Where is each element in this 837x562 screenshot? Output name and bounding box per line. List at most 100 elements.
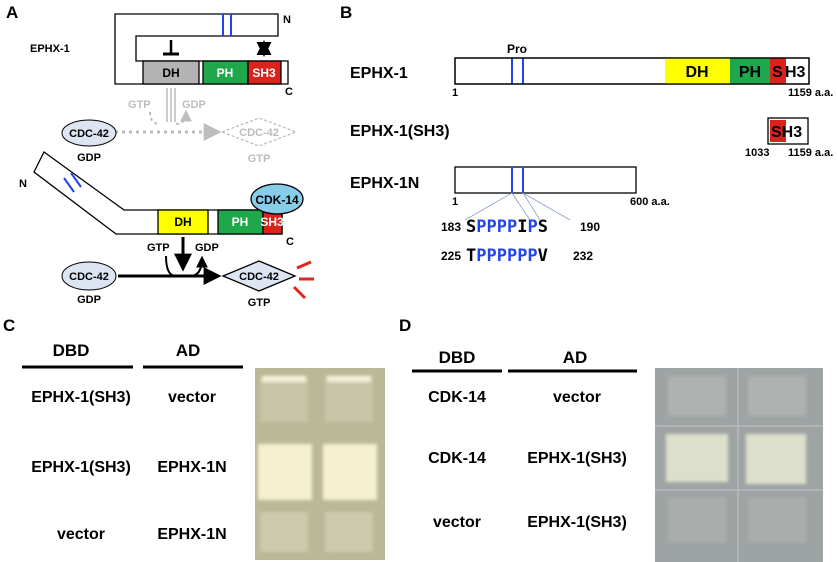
panel-label-d: D: [399, 316, 411, 335]
ephx1-inactive-label: EPHX-1: [30, 43, 70, 55]
ephx1-active-structure: N DH PH SH3 C CDK-14: [19, 151, 304, 248]
ph-label: PH: [217, 66, 234, 80]
gdp-label-3: GDP: [77, 294, 101, 306]
motif-sequence: SPPPPIPS: [466, 217, 548, 237]
sh3-label-2: SH3: [260, 215, 284, 229]
linker-mark: [70, 172, 82, 188]
sh3-domain-c: [770, 120, 786, 142]
linker-mark: [63, 177, 75, 193]
construct-name: EPHX-1N: [350, 175, 419, 192]
ephx1-inactive-structure: N EPHX-1 DH PH SH3 C: [30, 13, 293, 98]
spot-edge: [327, 376, 371, 382]
motif-residue: I: [517, 217, 527, 237]
ph-label-b: PH: [739, 64, 761, 81]
end-residue: 1159 a.a.: [788, 87, 833, 99]
spot-edge: [262, 376, 306, 382]
dh-domain-inactive: [142, 60, 200, 85]
start-residue: 1: [452, 87, 458, 99]
motif-start-number: 183: [441, 220, 461, 234]
zoom-line: [464, 192, 513, 221]
dbd-header: DBD: [53, 341, 90, 360]
dh-label: DH: [162, 66, 179, 80]
spot-weak: [260, 376, 308, 422]
end-residue: 1159 a.a.: [788, 147, 833, 159]
active-reaction: GTP GDP CDC-42 GDP CDC-42 GTP: [61, 237, 314, 309]
ad-header: AD: [563, 348, 588, 367]
zoom-line: [522, 192, 571, 221]
construct-name: EPHX-1(SH3): [350, 123, 450, 140]
gtp-faded: GTP: [128, 99, 151, 111]
gtp-label-3: GTP: [248, 297, 271, 309]
start-residue: 1033: [745, 147, 769, 159]
gtp-in-curve-2: [165, 255, 177, 277]
motif-residue: T: [466, 246, 476, 266]
ph-domain-2: [217, 209, 264, 235]
zoom-line: [522, 192, 541, 221]
ad-cell: EPHX-1(SH3): [527, 450, 627, 467]
start-residue: 1: [452, 196, 458, 208]
cdk14-node: [250, 183, 304, 215]
spot-weak: [748, 498, 806, 542]
motif-proline-run: PPPPPP: [476, 246, 537, 266]
sh3-domain: [247, 60, 282, 85]
dh-label-b: DH: [685, 64, 708, 81]
ph-label-2: PH: [232, 215, 249, 229]
spot-weak: [260, 512, 308, 552]
spot-weak: [748, 376, 806, 416]
gdp-out-curve-2: [189, 255, 208, 277]
panel-label-b: B: [340, 3, 352, 22]
yeast-plate-c: [255, 368, 385, 560]
motif-end-number: 232: [573, 249, 593, 263]
dbd-cell: CDK-14: [428, 450, 486, 467]
motif-residue: S: [466, 217, 476, 237]
n-terminus-label: N: [283, 14, 291, 26]
dbd-cell: vector: [433, 514, 481, 531]
gtp-in-curve: [149, 111, 161, 125]
gdp-faded: GDP: [182, 99, 206, 111]
activity-spike-icon: [296, 260, 312, 270]
cdc42-gdp-node: [61, 119, 117, 147]
dbd-cell: vector: [57, 526, 105, 543]
motif-proline-run: P: [527, 217, 537, 237]
dbd-cell: CDK-14: [428, 389, 486, 406]
spot-growth: [258, 444, 312, 500]
n-terminus-label-2: N: [19, 178, 27, 190]
cdc42-gtp-active-node: [221, 260, 297, 292]
cdc42-faded-label: CDC-42: [239, 127, 279, 139]
ad-cell: EPHX-1(SH3): [527, 514, 627, 531]
ad-cell: EPHX-1N: [157, 459, 226, 476]
gdp-out-curve: [175, 109, 192, 125]
panel-label-a: A: [6, 3, 18, 22]
ph-domain-b: [730, 58, 770, 84]
dbd-cell: EPHX-1(SH3): [31, 389, 131, 406]
motif-225-232: 225 TPPPPPPV 232: [441, 246, 593, 266]
spot-growth: [323, 444, 377, 500]
cdk14-label: CDK-14: [255, 193, 299, 207]
c-terminus-label: C: [285, 86, 293, 98]
dbd-cell: EPHX-1(SH3): [31, 459, 131, 476]
panel-c: C DBD AD EPHX-1(SH3) vector EPHX-1(SH3) …: [3, 316, 385, 560]
ad-cell: vector: [168, 389, 216, 406]
activity-spike-icon: [292, 285, 307, 300]
sh3-label: SH3: [252, 66, 276, 80]
sh3-domain-b: [770, 58, 786, 84]
spot-growth: [666, 434, 728, 482]
cdc42-label-2: CDC-42: [69, 271, 109, 283]
panel-a: A N EPHX-1 DH PH SH3 C GTP: [6, 3, 314, 309]
ephx1n-bar: [454, 166, 637, 194]
spot-growth: [746, 434, 806, 484]
sh3-construct-label: SH3: [771, 124, 802, 141]
motif-end-number: 190: [580, 220, 600, 234]
sh3-label-s: S: [772, 64, 783, 81]
dh-label-2: DH: [174, 215, 191, 229]
end-residue: 600 a.a.: [630, 196, 670, 208]
blocked-reaction: GTP GDP CDC-42 GDP CDC-42 GTP: [61, 88, 298, 165]
zoom-line: [511, 192, 531, 221]
panel-d: D DBD AD CDK-14 vector CDK-14 EPHX-1(SH3…: [399, 316, 823, 562]
spot-weak: [325, 512, 373, 552]
pro-label: Pro: [507, 42, 527, 56]
panel-b: B EPHX-1 Pro DH PH S H3 1 1159 a.a. EPHX…: [340, 3, 833, 266]
ad-header: AD: [176, 341, 201, 360]
gtp-label-2: GTP: [147, 242, 170, 254]
